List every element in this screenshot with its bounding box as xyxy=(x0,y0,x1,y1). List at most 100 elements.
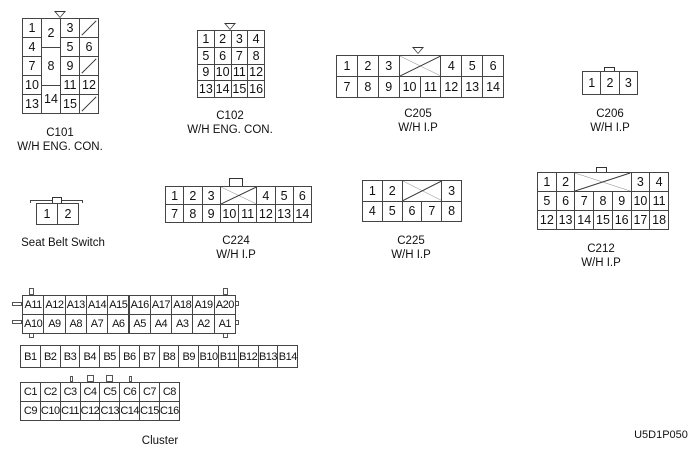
pin-cell: 3 xyxy=(201,186,221,205)
pin-cell: B2 xyxy=(39,345,61,368)
tab-icon xyxy=(87,375,94,382)
connector-desc: W/H I.P xyxy=(216,249,256,261)
pin-cell: 2 xyxy=(555,172,576,192)
pin-cell: 7 xyxy=(336,76,358,98)
pin-cell: 3 xyxy=(618,71,638,95)
pin-cell: B11 xyxy=(218,345,239,368)
pin-cell: 9 xyxy=(60,56,80,76)
pin-cell: C4 xyxy=(79,382,101,402)
empty-cavity-slash xyxy=(79,18,99,38)
pin-cell: B9 xyxy=(178,345,200,368)
empty-cavity-cross xyxy=(398,55,442,77)
connector-desc: W/H ENG. CON. xyxy=(187,124,273,136)
connector-name: Seat Belt Switch xyxy=(21,237,105,249)
pin-cell: 6 xyxy=(79,37,99,57)
pin-cell: 1 xyxy=(197,30,215,48)
pin-cell: 1 xyxy=(582,71,602,95)
pin-cell: 7 xyxy=(22,56,42,76)
empty-cavity-cross xyxy=(574,172,632,192)
pin-cell: 1 xyxy=(362,180,383,202)
pin-cell: B10 xyxy=(198,345,219,368)
pin-cell: C3 xyxy=(59,382,81,402)
pin-cell: 3 xyxy=(60,18,80,38)
pin-cell: 11 xyxy=(238,204,258,223)
connector-desc: W/H I.P xyxy=(581,257,621,269)
pin-cell: B1 xyxy=(20,345,41,368)
pin-cell: 12 xyxy=(79,75,99,95)
pin-cell: C6 xyxy=(119,382,141,402)
pin-cell: 10 xyxy=(213,63,232,82)
pin-cell: A13 xyxy=(64,295,87,315)
pin-cell: A6 xyxy=(107,314,130,334)
pin-cell: C1 xyxy=(20,382,41,402)
pin-cell: C16 xyxy=(158,401,180,421)
pin-cell: 6 xyxy=(213,46,232,65)
pin-cell: 4 xyxy=(256,186,276,205)
pin-cell: 16 xyxy=(611,210,632,230)
pin-cell: B3 xyxy=(59,345,81,368)
pin-cell: 13 xyxy=(22,94,42,114)
pin-cell: 8 xyxy=(41,46,61,86)
pin-cell: C9 xyxy=(20,401,41,421)
pin-cell: 10 xyxy=(219,204,239,223)
connector-name: C101 xyxy=(46,127,74,139)
pin-cell: A17 xyxy=(149,295,173,315)
pin-cell: 2 xyxy=(381,180,403,202)
pin-cell: 9 xyxy=(201,204,221,223)
pin-cell: 7 xyxy=(165,204,185,223)
pin-cell: 8 xyxy=(356,76,379,98)
pin-cell: B13 xyxy=(257,345,279,368)
pin-cell: C14 xyxy=(119,401,141,421)
pin-cell: 8 xyxy=(183,204,203,223)
pin-cell: B5 xyxy=(99,345,120,368)
pin-cell: 2 xyxy=(57,203,79,225)
connector-desc: W/H I.P xyxy=(391,249,431,261)
pin-cell: B14 xyxy=(277,345,299,368)
pin-cell: A1 xyxy=(213,314,236,334)
pin-cell: A20 xyxy=(213,295,236,315)
connector-name: C206 xyxy=(596,108,624,120)
key-marker-icon xyxy=(54,11,66,18)
pin-cell: 3 xyxy=(230,30,249,48)
tab-icon xyxy=(106,375,113,382)
pin-cell: 2 xyxy=(600,71,620,95)
connector-desc: W/H I.P xyxy=(398,122,438,134)
pin-cell: B8 xyxy=(158,345,180,368)
pin-cell: 12 xyxy=(247,63,265,82)
pin-cell: 15 xyxy=(60,94,80,114)
empty-cavity-cross xyxy=(401,180,443,202)
pin-cell: 14 xyxy=(482,76,504,98)
pin-cell: 7 xyxy=(230,46,249,65)
pin-cell: 5 xyxy=(274,186,294,205)
pin-cell: 6 xyxy=(401,200,423,222)
pin-cell: 2 xyxy=(213,30,232,48)
pin-cell: 8 xyxy=(593,191,613,211)
pin-cell: A14 xyxy=(85,295,109,315)
pin-cell: 8 xyxy=(441,200,462,222)
pin-cell: A9 xyxy=(43,314,66,334)
pin-cell: 9 xyxy=(197,63,215,82)
pin-cell: A8 xyxy=(64,314,87,334)
pin-cell: 12 xyxy=(440,76,463,98)
pin-cell: 10 xyxy=(398,76,421,98)
pin-cell: 9 xyxy=(611,191,632,211)
tab-icon xyxy=(29,288,34,295)
pin-cell: A16 xyxy=(128,295,151,315)
pin-cell: A18 xyxy=(171,295,194,315)
connector-name: C212 xyxy=(587,243,615,255)
pin-cell: C2 xyxy=(39,382,61,402)
pin-cell: 2 xyxy=(41,18,61,48)
pin-cell: A3 xyxy=(171,314,194,334)
pin-cell: C8 xyxy=(158,382,180,402)
pin-cell: A5 xyxy=(128,314,151,334)
pin-cell: 9 xyxy=(377,76,400,98)
tab-icon xyxy=(223,288,228,295)
